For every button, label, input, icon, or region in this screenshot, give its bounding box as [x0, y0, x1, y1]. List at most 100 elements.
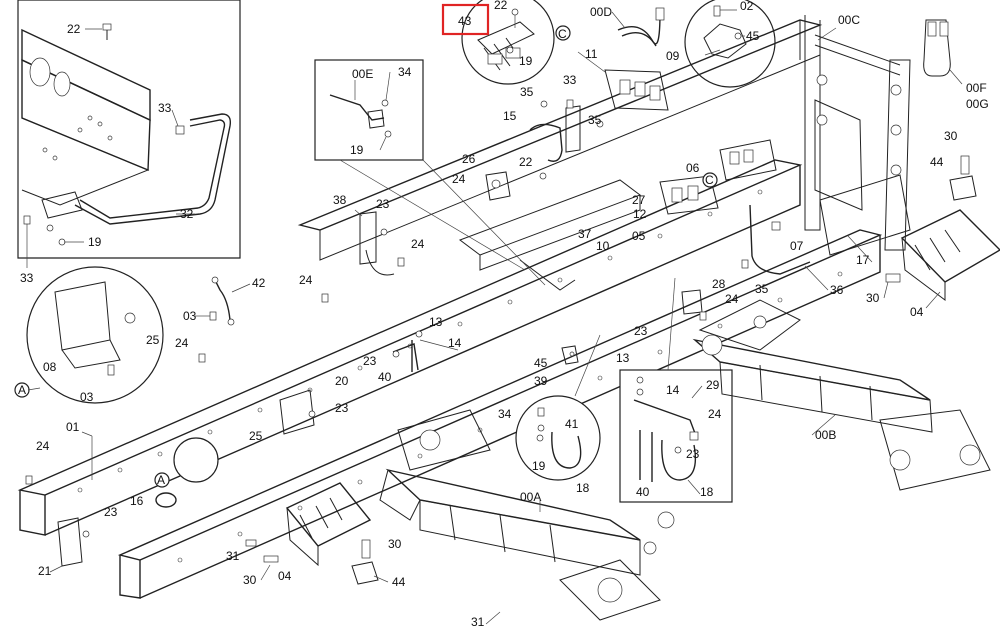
- label-33: 33: [563, 73, 577, 87]
- label-24: 24: [299, 273, 313, 287]
- label-32: 32: [180, 207, 194, 221]
- support-block-04-right: [900, 209, 1000, 301]
- label-17: 17: [856, 253, 870, 267]
- bolt-icon: [23, 215, 31, 225]
- tube-42: [209, 276, 235, 326]
- label-39: 39: [534, 374, 548, 388]
- label-18: 18: [700, 485, 714, 499]
- label-36: 36: [830, 283, 844, 297]
- label-34: 34: [498, 407, 512, 421]
- label-16: 16: [130, 494, 144, 508]
- label-03: 03: [183, 309, 197, 323]
- label-30: 30: [243, 573, 257, 587]
- label-27: 27: [632, 193, 646, 207]
- label-14: 14: [666, 383, 680, 397]
- label-05: 05: [632, 229, 646, 243]
- label-24: 24: [175, 336, 189, 350]
- label-24: 24: [452, 172, 466, 186]
- label-41: 41: [565, 417, 579, 431]
- label-00e: 00E: [352, 67, 373, 81]
- bolt-icon: [175, 125, 185, 135]
- bracket-26: [485, 171, 511, 201]
- bracket-28: [681, 289, 707, 321]
- bracket-20: [279, 389, 316, 435]
- label-19: 19: [350, 143, 364, 157]
- detail-inset-top-left: [17, 0, 241, 268]
- label-02: 02: [740, 0, 754, 13]
- label-23: 23: [363, 354, 377, 368]
- label-04: 04: [278, 569, 292, 583]
- nut-icon: [46, 224, 54, 232]
- label-31: 31: [226, 549, 240, 563]
- label-21: 21: [38, 564, 52, 578]
- ring-16: [155, 492, 177, 508]
- label-42: 42: [252, 276, 266, 290]
- label-19: 19: [532, 459, 546, 473]
- label-22: 22: [67, 22, 81, 36]
- detail-circle-c: [461, 0, 571, 85]
- label-38: 38: [333, 193, 347, 207]
- detail-circle-top-right: [684, 0, 776, 88]
- label-00g: 00G: [966, 97, 989, 111]
- label-23: 23: [335, 401, 349, 415]
- valve-block-06: [702, 139, 777, 188]
- label-45: 45: [534, 356, 548, 370]
- part-labels: 22 43 19 C 00D 02 45 09 00C 00F 00G 11 0…: [18, 0, 989, 627]
- label-09: 09: [666, 49, 680, 63]
- label-35: 35: [588, 113, 602, 127]
- highlight-box: [441, 3, 490, 36]
- label-23: 23: [686, 447, 700, 461]
- pipe-15: [529, 99, 604, 180]
- label-04: 04: [910, 305, 924, 319]
- label-26: 26: [462, 152, 476, 166]
- axle-00a: [379, 409, 675, 621]
- label-33: 33: [20, 271, 34, 285]
- label-24: 24: [411, 237, 425, 251]
- label-23: 23: [376, 197, 390, 211]
- bracket-21: [57, 517, 90, 567]
- label-34: 34: [398, 65, 412, 79]
- label-35: 35: [755, 282, 769, 296]
- label-03: 03: [80, 390, 94, 404]
- label-22: 22: [519, 155, 533, 169]
- label-40: 40: [636, 485, 650, 499]
- label-28: 28: [712, 277, 726, 291]
- detail-circle-41: [515, 334, 601, 481]
- label-24: 24: [725, 292, 739, 306]
- label-12: 12: [633, 207, 647, 221]
- label-06: 06: [686, 161, 700, 175]
- label-23: 23: [634, 324, 648, 338]
- cross-member-00c: [814, 34, 911, 256]
- detail-circle-a: [14, 266, 164, 404]
- label-43: 43: [458, 14, 472, 28]
- label-10: 10: [596, 239, 610, 253]
- label-13: 13: [616, 351, 630, 365]
- label-07: 07: [790, 239, 804, 253]
- valve-block-12: [659, 175, 719, 215]
- bolt-icon: [321, 293, 329, 303]
- label-37: 37: [578, 227, 592, 241]
- bracket-38: [359, 211, 405, 276]
- label-18: 18: [576, 481, 590, 495]
- label-24: 24: [708, 407, 722, 421]
- label-14: 14: [448, 336, 462, 350]
- label-00a: 00A: [520, 490, 541, 504]
- label-30: 30: [944, 129, 958, 143]
- bolt-icon: [25, 475, 33, 485]
- clip-45: [561, 345, 579, 365]
- label-11: 11: [585, 47, 598, 61]
- plate-44: [885, 155, 977, 283]
- support-block-04-bottom: [285, 482, 372, 567]
- label-24: 24: [36, 439, 50, 453]
- label-a2: A: [157, 473, 165, 487]
- label-33: 33: [158, 101, 172, 115]
- label-30: 30: [866, 291, 880, 305]
- pipe-36: [741, 204, 811, 275]
- detail-a-callout: [154, 437, 219, 488]
- label-44: 44: [392, 575, 406, 589]
- label-19: 19: [519, 54, 533, 68]
- label-25: 25: [146, 333, 160, 347]
- label-00b: 00B: [815, 428, 836, 442]
- label-31: 31: [471, 615, 485, 627]
